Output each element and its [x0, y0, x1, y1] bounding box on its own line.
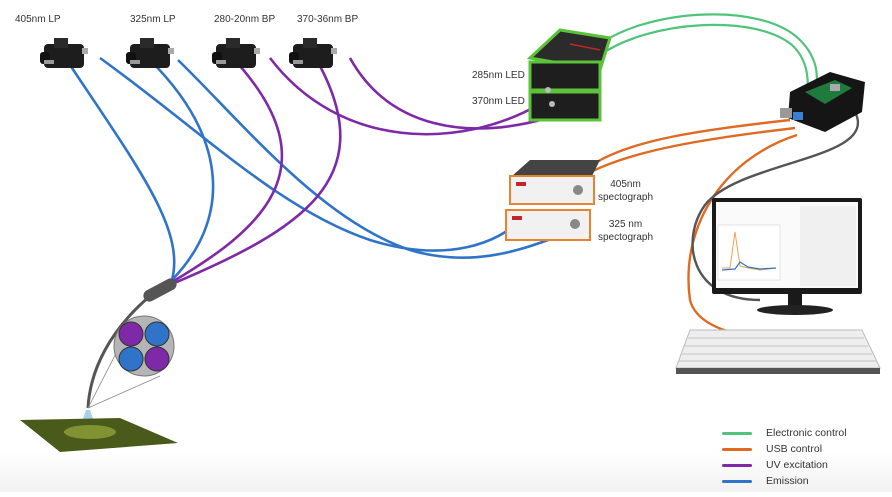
emission-cable-405lp [66, 61, 176, 281]
legend: Electronic control USB control UV excita… [722, 425, 892, 489]
bundle-ferrule [143, 278, 177, 302]
uv-cable-led-285 [268, 57, 541, 136]
spectrograph-405 [509, 160, 600, 205]
led-box [526, 28, 612, 122]
emission-cable-to-spectro-2 [177, 59, 549, 259]
legend-label-emission: Emission [766, 475, 809, 487]
electronic-control-cables [594, 13, 818, 96]
spectrograph-label-405-line1: 405nm [610, 179, 641, 190]
legend-label-usb: USB control [766, 443, 823, 455]
uv-cable-led-370 [348, 57, 549, 130]
legend-swatch-usb [722, 447, 752, 451]
legend-swatch-emission [722, 479, 752, 483]
spectrograph-label-405-line2: spectograph [598, 192, 654, 203]
monitor [712, 198, 862, 315]
usb-cable-spectro-405 [591, 118, 791, 167]
emission-cable-325lp [149, 59, 215, 281]
emission-cable-to-spectro-1 [99, 56, 519, 252]
uv-cable-370bp [171, 65, 342, 286]
monitor-plot-blue [721, 261, 777, 271]
legend-swatch-electronic [722, 431, 752, 435]
probe [20, 278, 178, 452]
spectrograph-325 [505, 209, 591, 241]
legend-item-electronic: Electronic control [722, 425, 892, 441]
usb-cable-keyboard [687, 133, 798, 338]
pi-to-monitor-cable [691, 111, 860, 302]
legend-item-uv: UV excitation [722, 457, 892, 473]
probe-cable [86, 294, 151, 409]
spectrograph-label-325-line2: spectograph [598, 232, 654, 243]
filter-holder-280bp [212, 38, 260, 68]
spectrographs [505, 160, 600, 241]
keyboard [675, 329, 881, 374]
filter-holder-405lp [40, 38, 88, 68]
bottom-fade [0, 452, 892, 492]
electronic-cable-2 [599, 23, 810, 93]
filter-label-280bp: 280-20nm BP [214, 14, 276, 25]
spectrograph-label-405: 405nm spectograph [598, 178, 653, 204]
legend-item-usb: USB control [722, 441, 892, 457]
spectrograph-label-325: 325 nm spectograph [598, 218, 653, 244]
led-label-370: 370nm LED [472, 96, 525, 107]
filter-holders [40, 38, 337, 68]
filter-holder-325lp [126, 38, 174, 68]
usb-cable-spectro-325 [584, 126, 796, 177]
legend-swatch-uv [722, 463, 752, 467]
uv-excitation-cables [171, 57, 549, 286]
legend-label-uv: UV excitation [766, 459, 828, 471]
filter-holder-370bp [289, 38, 337, 68]
fiber-cross-section [113, 315, 175, 377]
raspberry-pi [780, 72, 865, 132]
legend-item-emission: Emission [722, 473, 892, 489]
filter-label-405lp: 405nm LP [15, 14, 61, 25]
usb-control-cables [584, 118, 798, 338]
electronic-cable-1 [594, 13, 818, 96]
spectrograph-label-325-line1: 325 nm [608, 219, 643, 230]
legend-label-electronic: Electronic control [766, 427, 847, 439]
monitor-plot-orange [722, 231, 777, 271]
filter-label-370bp: 370-36nm BP [297, 14, 359, 25]
emission-cables [66, 56, 549, 281]
uv-cable-280bp [171, 65, 284, 284]
led-label-285: 285nm LED [472, 70, 525, 81]
filter-label-325lp: 325nm LP [130, 14, 176, 25]
